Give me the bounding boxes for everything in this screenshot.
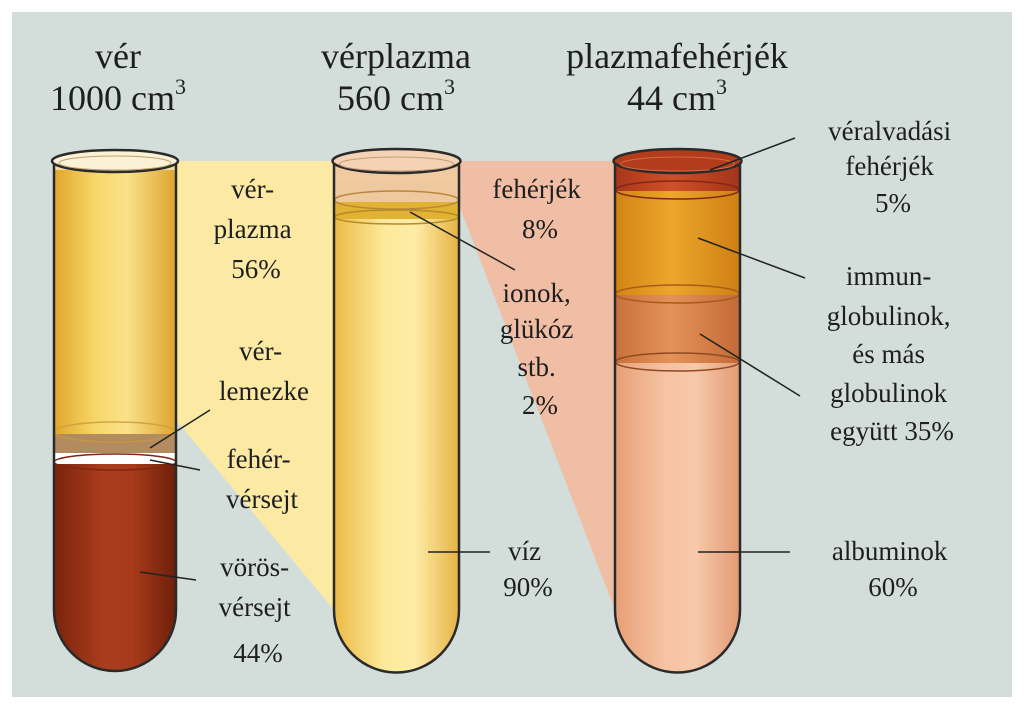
layer-immunoglobulins	[615, 191, 740, 295]
tube-blood	[52, 150, 178, 684]
title-blood: vér	[95, 36, 141, 76]
tube-proteins	[614, 149, 742, 684]
volume-blood: 1000 cm3	[50, 74, 186, 118]
layer-proteins	[334, 182, 459, 202]
title-plasma: vérplazma	[321, 36, 471, 76]
layer-water	[334, 219, 459, 684]
layer-albumins	[615, 363, 740, 684]
volume-proteins: 44 cm3	[627, 74, 727, 118]
volume-plasma: 560 cm3	[337, 74, 455, 118]
layer-plasma	[54, 170, 176, 434]
title-proteins: plazmafehérjék	[566, 36, 788, 76]
